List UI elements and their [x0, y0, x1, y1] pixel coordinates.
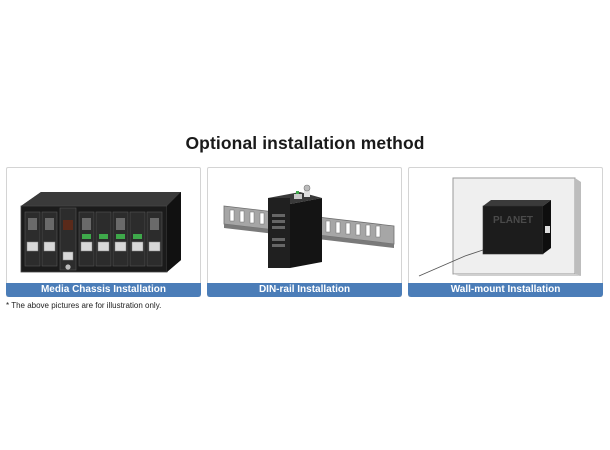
media-chassis-caption: Media Chassis Installation	[6, 283, 201, 297]
page-title: Optional installation method	[185, 133, 425, 153]
media-chassis-panel: Media Chassis Installation	[6, 167, 201, 297]
din-rail-image	[223, 184, 395, 268]
planet-logo: PLANET	[493, 215, 533, 226]
wall-mount-image: PLANET	[418, 177, 581, 277]
wall-mount-panel: PLANET Wall-mount Installation	[408, 167, 603, 297]
illustration-note: * The above pictures are for illustratio…	[6, 301, 162, 310]
din-rail-caption: DIN-rail Installation	[207, 283, 402, 297]
din-rail-panel: DIN-rail Installation	[207, 167, 402, 297]
wall-mount-caption: Wall-mount Installation	[408, 283, 603, 297]
media-chassis-image	[20, 192, 181, 273]
